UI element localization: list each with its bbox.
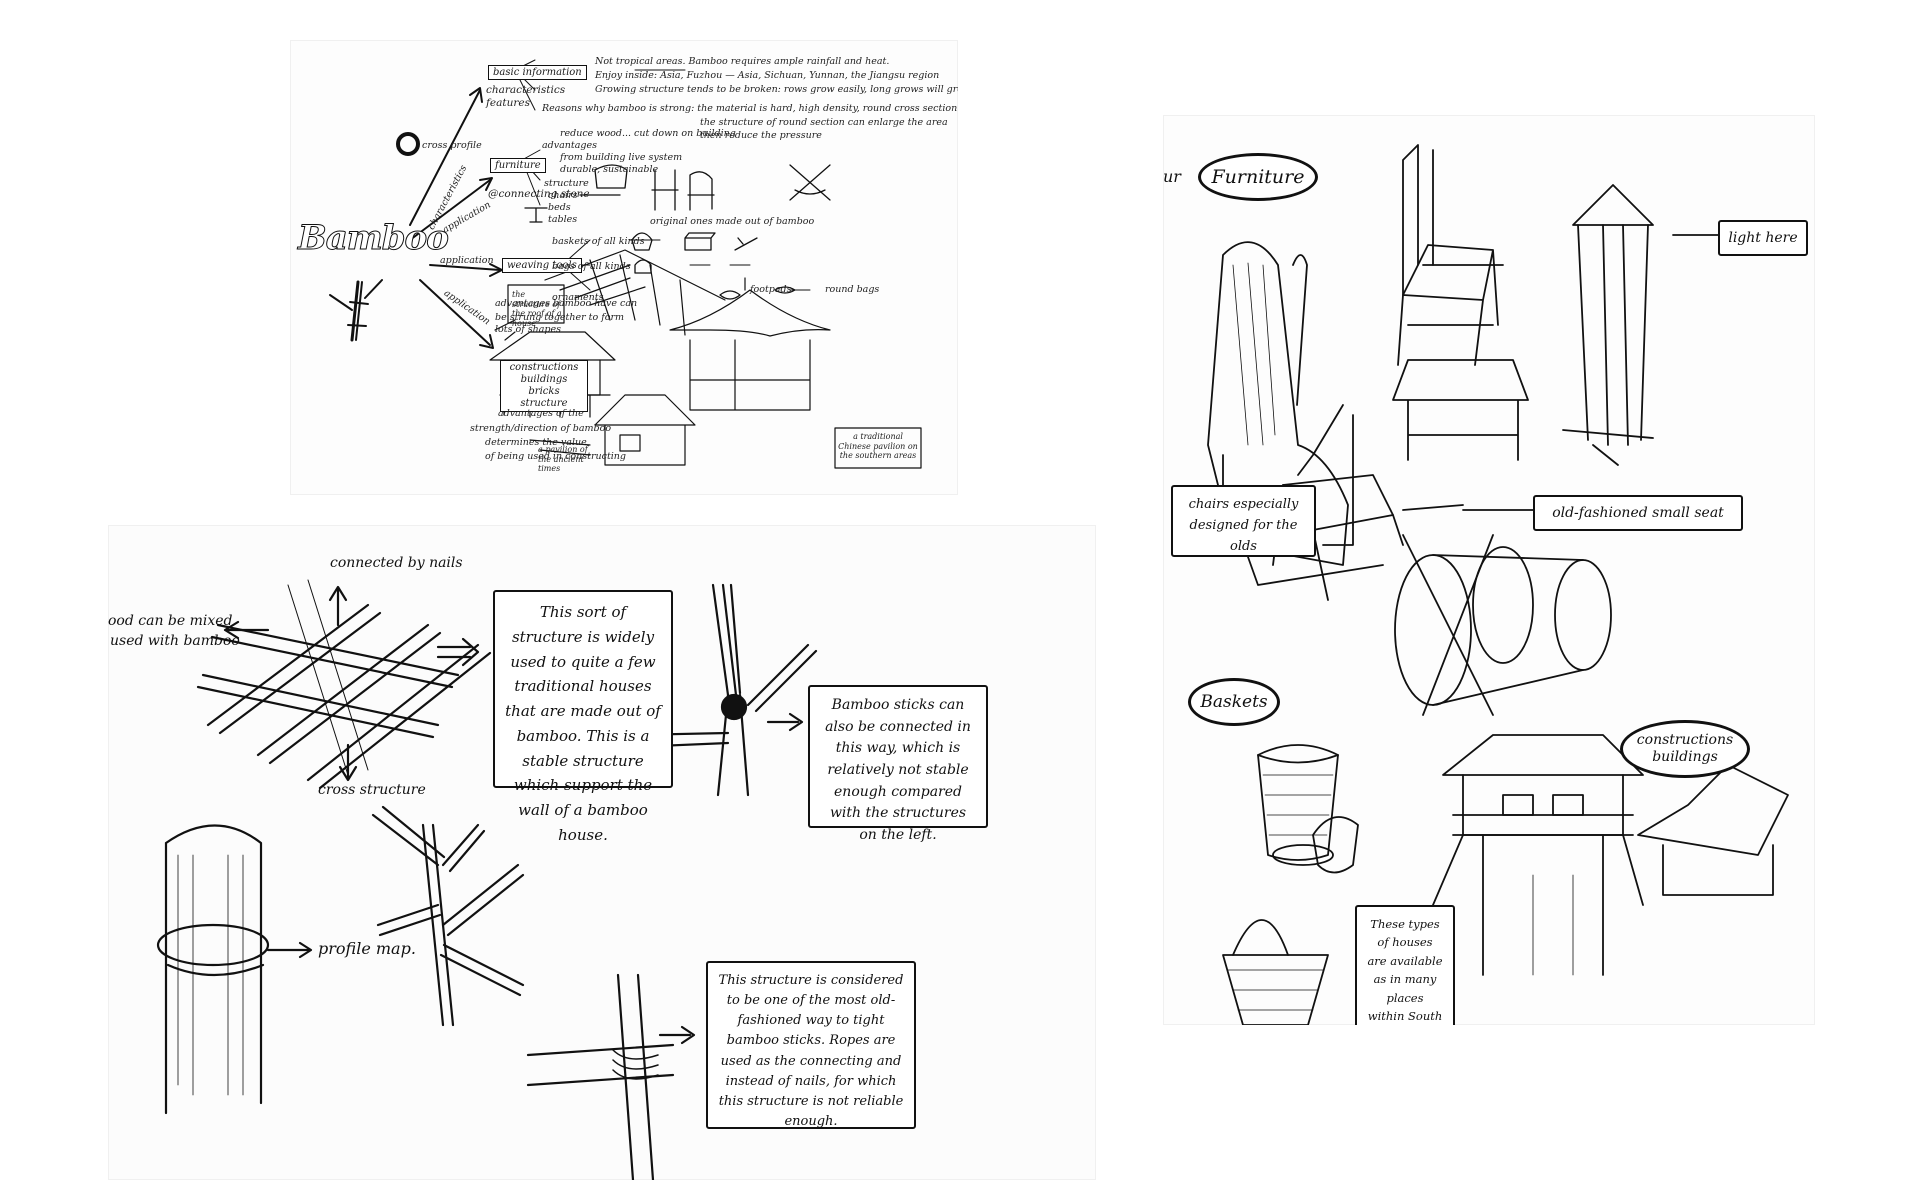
mindmap-sheet: Bamboo characteristics application appli… bbox=[290, 40, 958, 495]
mindmap-note: chairs bbox=[548, 190, 578, 201]
mindmap-note: the structure of the roof of a house bbox=[512, 290, 562, 328]
mindmap-node: characteristics features bbox=[486, 84, 566, 110]
mindmap-note: then reduce the pressure bbox=[700, 130, 822, 141]
mindmap-node: basic information bbox=[488, 65, 587, 80]
mindmap-note: Not tropical areas. Bamboo requires ampl… bbox=[595, 56, 890, 67]
cross-label-top: connected by nails bbox=[330, 555, 463, 571]
mindmap-note: cross profile bbox=[422, 140, 482, 151]
rope-structure-note: This structure is considered to be one o… bbox=[706, 961, 916, 1129]
structures-sheet: connected by nails wood can be mixed use… bbox=[108, 525, 1096, 1180]
mindmap-node: lots of shapes bbox=[495, 324, 561, 335]
mindmap-note: reduce wood... cut down on building bbox=[560, 128, 736, 139]
mindmap-node: weaving tools bbox=[502, 258, 582, 273]
joint-structure-note: Bamboo sticks can also be connected in t… bbox=[808, 685, 988, 843]
houses-label: These types of houses are available as i… bbox=[1355, 905, 1455, 1025]
mindmap-note: from building live system bbox=[560, 152, 683, 163]
cross-label-left: used with bamboo bbox=[110, 633, 240, 649]
stool-label: old-fashioned small seat bbox=[1533, 495, 1743, 531]
chairs-label: chairs especially designed for the olds bbox=[1171, 485, 1316, 557]
mindmap-sketch bbox=[329, 59, 922, 469]
light-label: light here bbox=[1718, 220, 1808, 256]
furniture-sketch bbox=[1207, 144, 1789, 1025]
furniture-sheet: ur Furniture light here chairs especiall… bbox=[1163, 115, 1815, 1025]
mindmap-note: baskets of all kinds bbox=[552, 236, 645, 247]
mindmap-note: ornaments bbox=[552, 292, 604, 303]
mindmap-note: structure bbox=[544, 178, 589, 189]
cross-label-bottom: cross structure bbox=[318, 782, 426, 798]
mindmap-node: @connecting stone bbox=[488, 188, 590, 200]
mindmap-note: tables bbox=[548, 214, 578, 225]
constructions-title: constructions buildings bbox=[1620, 720, 1750, 778]
mindmap-note: footpads bbox=[750, 284, 792, 295]
mindmap-note: a traditional Chinese pavilion on the so… bbox=[838, 432, 918, 461]
mindmap-node: advantages of the bbox=[498, 408, 584, 419]
mindmap-note: beds bbox=[548, 202, 571, 213]
mindmap-note: durable, sustainable bbox=[560, 164, 659, 175]
mindmap-title: Bamboo bbox=[298, 218, 450, 259]
mindmap-note: Enjoy inside: Asia, Fuzhou — Asia, Sichu… bbox=[595, 70, 940, 81]
mindmap-node: strength/direction of bamboo bbox=[470, 423, 612, 434]
branch-label: application bbox=[440, 255, 494, 266]
mindmap-note: round bags bbox=[825, 284, 880, 295]
mindmap-node: determines the value bbox=[485, 437, 587, 448]
prefix-fragment: ur bbox=[1163, 167, 1181, 186]
mindmap-note: Reasons why bamboo is strong: the materi… bbox=[542, 103, 958, 114]
mindmap-node: be strung together to form bbox=[495, 312, 624, 323]
mindmap-note: original ones made out of bamboo bbox=[650, 216, 815, 227]
baskets-title: Baskets bbox=[1188, 678, 1280, 726]
profile-map-label: profile map. bbox=[318, 939, 416, 958]
structures-sketch bbox=[156, 579, 818, 1180]
mindmap-note: Growing structure tends to be broken: ro… bbox=[595, 84, 958, 95]
mindmap-note: the structure of round section can enlar… bbox=[700, 117, 948, 128]
mindmap-node: constructions buildings bricks structure bbox=[500, 360, 588, 412]
mindmap-note: advantages bbox=[542, 140, 597, 151]
cross-structure-note: This sort of structure is widely used to… bbox=[493, 590, 673, 844]
mindmap-node: advantages bamboo have can bbox=[495, 298, 638, 309]
mindmap-note: bags of all kinds bbox=[552, 261, 631, 272]
cross-label-left: wood can be mixed bbox=[108, 613, 233, 629]
mindmap-node: of being used in constructing bbox=[485, 451, 626, 462]
furniture-title: Furniture bbox=[1198, 153, 1318, 201]
mindmap-node: furniture bbox=[490, 158, 546, 173]
mindmap-note: a pavilion of the ancient times bbox=[538, 445, 588, 474]
